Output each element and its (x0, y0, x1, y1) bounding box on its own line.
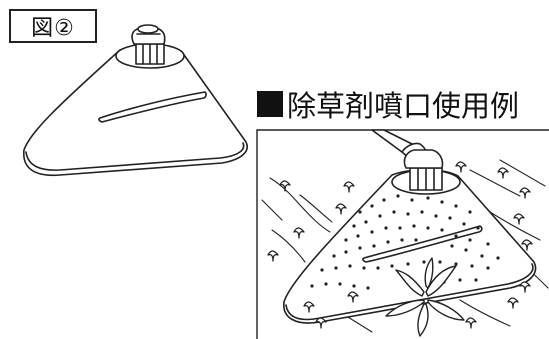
spray-droplets (310, 194, 500, 290)
large-weed-icon (385, 257, 465, 337)
figure-label-text: 図② (31, 16, 75, 41)
spray-nozzle-in-use (283, 149, 537, 324)
example-title-text: 除草剤噴口使用例 (287, 89, 520, 123)
example-title: 除草剤噴口使用例 (257, 84, 519, 124)
weed-plant-icon (267, 161, 533, 329)
spray-nozzle-icon (23, 24, 248, 177)
black-square-icon (257, 91, 283, 117)
usage-example-panel (256, 129, 549, 339)
figure-label: 図② (9, 9, 97, 43)
